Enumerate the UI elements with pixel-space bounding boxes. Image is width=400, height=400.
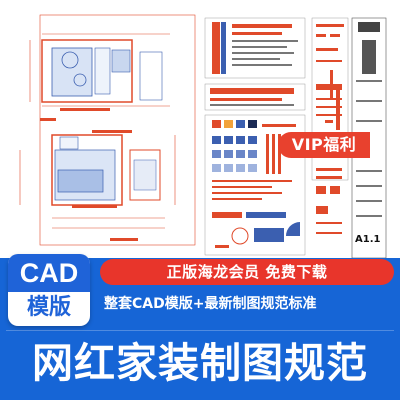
cad-drawing-canvas (19, 14, 387, 259)
membership-offer-button[interactable]: 正版海龙会员 免费下载 (100, 259, 394, 285)
template-label: 模版 (26, 295, 71, 320)
banner-subtitle: 整套CAD模版+最新制图规范标准 (104, 296, 317, 312)
legend-panel-middle (204, 83, 306, 111)
symbol-legend-panel (311, 17, 349, 234)
cad-drawing-preview (19, 14, 387, 259)
main-title: 网红家装制图规范 (32, 339, 368, 387)
floor-plan-panel (19, 14, 196, 246)
divider (6, 330, 394, 331)
legend-panel-top (204, 17, 306, 79)
cad-label: CAD (8, 254, 90, 292)
elevation-markers (325, 70, 340, 130)
drawing-number: A1.1 (355, 234, 381, 245)
material-swatch-panel (204, 114, 306, 256)
vip-badge[interactable]: VIP福利 (278, 132, 370, 158)
